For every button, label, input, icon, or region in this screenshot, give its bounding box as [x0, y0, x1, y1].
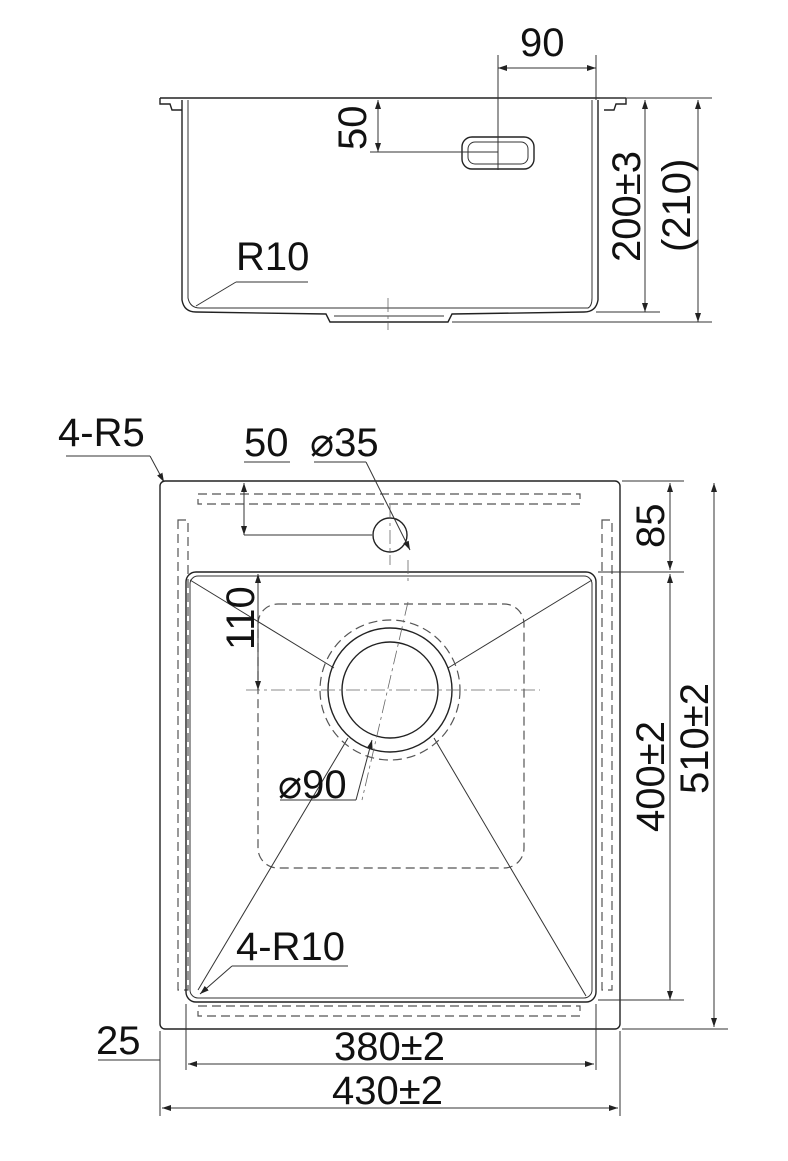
- top-view-deck: [159, 480, 621, 1030]
- top-view: 4-R5 50 ⌀35 85 110 ⌀90 4-R10 400±2 510±2: [58, 411, 728, 1116]
- side-view-rim: [159, 97, 627, 111]
- bowl-width-label: 380±2: [334, 1025, 445, 1069]
- top-view-bowl: [185, 571, 597, 1003]
- tap-hole-offset-label: 50: [244, 421, 289, 465]
- outer-corner-radius-label: 4-R5: [58, 411, 145, 455]
- top-view-bowl-bottom: [257, 603, 525, 869]
- overall-width-label: 430±2: [332, 1069, 443, 1113]
- top-margin-label: 85: [629, 504, 673, 549]
- overflow-height-label: 50: [331, 106, 375, 151]
- overflow-width-label: 90: [520, 21, 565, 65]
- side-margin-label: 25: [96, 1019, 141, 1063]
- depth-label: 200±3: [605, 151, 649, 262]
- side-view: 90 50 R10 200±3 (210): [159, 21, 712, 330]
- drain-offset-label: 110: [219, 586, 263, 650]
- top-view-dashed-rim: [197, 493, 581, 505]
- depth-overall-label: (210): [655, 159, 699, 252]
- side-view-bowl-inner: [187, 100, 593, 309]
- tap-hole-diameter-label: ⌀35: [310, 421, 379, 465]
- overall-length-label: 510±2: [673, 683, 717, 794]
- bowl-length-label: 400±2: [629, 721, 673, 832]
- drain-diameter-label: ⌀90: [278, 763, 347, 807]
- side-view-bowl-outer: [181, 100, 599, 323]
- bowl-corner-radius-label: 4-R10: [236, 925, 345, 969]
- side-corner-radius-label: R10: [236, 235, 309, 279]
